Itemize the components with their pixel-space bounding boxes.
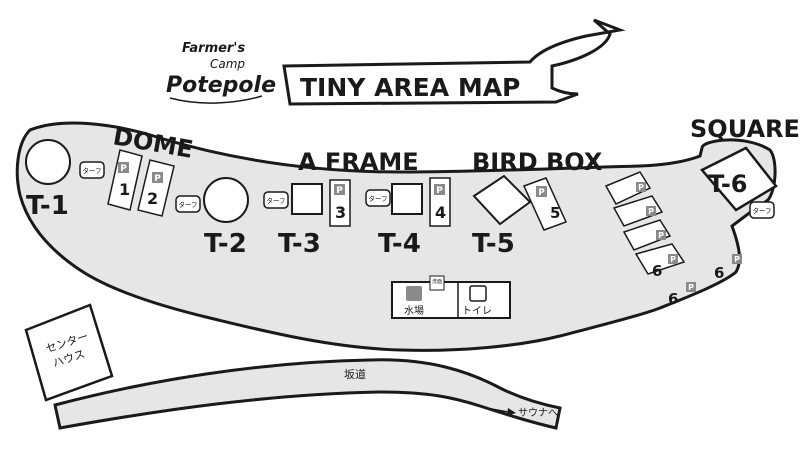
parking-6-slot-2[interactable] xyxy=(612,195,664,227)
parking-6-number-a: 6 xyxy=(652,262,662,280)
parking-4-number: 4 xyxy=(435,203,446,222)
parking-6-slot-1-icon xyxy=(636,182,646,192)
parking-2[interactable] xyxy=(137,159,175,217)
farmers-camp-logo: Farmer's Camp Potepole xyxy=(166,41,276,104)
parking-6-number-c: 6 xyxy=(714,264,724,282)
parking-6-slot-4-icon xyxy=(668,254,678,264)
tarp-t2-label: ターフ xyxy=(178,200,197,209)
parking-6-slot-3-icon xyxy=(656,230,666,240)
site-label-t5: T-5 xyxy=(472,229,515,259)
logo-camp: Camp xyxy=(210,57,245,71)
parking-6-slot-3-icon-p: P xyxy=(658,231,664,240)
parking-1-number: 1 xyxy=(119,180,130,199)
parking-5-number: 5 xyxy=(550,204,560,222)
faucet-icon xyxy=(406,286,422,301)
parking-6-slot-6-icon-p: P xyxy=(734,255,740,264)
parking-6-slot-5-icon xyxy=(686,282,696,292)
parking-6-slot-2-icon-p: P xyxy=(648,207,654,216)
tarp-t4 xyxy=(365,189,391,207)
logo-swash-icon xyxy=(169,95,263,104)
parking-6-slot-1[interactable] xyxy=(604,171,652,205)
area-label-square: SQUARE xyxy=(690,115,800,143)
center-house[interactable] xyxy=(24,303,114,402)
site-t1-dome[interactable] xyxy=(25,139,71,185)
site-label-t4: T-4 xyxy=(378,229,421,259)
logo-potepole: Potepole xyxy=(166,73,276,98)
parking-1[interactable] xyxy=(107,149,143,211)
logo-farmers: Farmer's xyxy=(182,41,245,56)
site-label-t3: T-3 xyxy=(278,229,321,259)
parking-6-number-b: 6 xyxy=(668,290,678,308)
tarp-t1-label: ターフ xyxy=(82,166,101,175)
parking-4-icon xyxy=(434,184,445,195)
parking-2-icon xyxy=(152,172,163,183)
tarp-t3-label: ターフ xyxy=(266,196,285,205)
sauna-arrow-icon xyxy=(507,408,516,416)
toilet-icon xyxy=(469,285,487,302)
site-t3-a-frame[interactable] xyxy=(291,183,323,215)
site-t4-a-frame[interactable] xyxy=(391,183,423,215)
parking-6-slot-3[interactable] xyxy=(622,219,672,251)
parking-1-icon xyxy=(118,162,129,173)
tarp-t2 xyxy=(175,195,201,213)
site-label-t6: T-6 xyxy=(708,170,748,198)
tarp-t3 xyxy=(263,191,289,209)
parking-3-icon-p: P xyxy=(336,186,343,196)
site-t5-bird-box[interactable] xyxy=(472,174,532,226)
slope-road xyxy=(53,358,562,430)
parking-5[interactable] xyxy=(522,177,568,231)
area-label-a-frame: A FRAME xyxy=(298,148,419,176)
title-banner: TINY AREA MAP xyxy=(282,18,626,106)
parking-6-slot-1-icon-p: P xyxy=(638,183,644,192)
area-label-bird-box: BIRD BOX xyxy=(472,148,603,176)
sauna-arrow-line xyxy=(485,407,509,413)
parking-6-slot-2-icon xyxy=(646,206,656,216)
washroom-icon xyxy=(429,275,445,291)
slope-label: 坂道 xyxy=(344,367,366,381)
toilet-label: トイレ xyxy=(462,306,492,317)
parking-6-slot-4-icon-p: P xyxy=(670,255,676,264)
parking-6-slot-6-icon xyxy=(732,254,742,264)
parking-6-slot-5-icon-p: P xyxy=(688,283,694,292)
parking-3-number: 3 xyxy=(335,203,346,222)
parking-1-icon-p: P xyxy=(120,164,127,174)
parking-6-slot-4[interactable] xyxy=(634,243,686,275)
parking-5-icon-p: P xyxy=(538,188,545,198)
parking-5-icon xyxy=(536,186,547,197)
tarp-t6 xyxy=(749,201,775,219)
site-label-t1: T-1 xyxy=(26,191,69,221)
square-plot xyxy=(700,146,778,212)
camp-ground xyxy=(15,121,777,352)
tarp-t6-label: ターフ xyxy=(752,206,771,215)
water-label: 水場 xyxy=(404,304,424,317)
site-t2-dome[interactable] xyxy=(203,177,249,223)
parking-2-icon-p: P xyxy=(154,174,161,184)
parking-3-icon xyxy=(334,184,345,195)
sauna-label: サウナへ xyxy=(518,407,558,419)
washroom-label: 洗面 xyxy=(432,278,442,285)
banner-ribbon xyxy=(282,18,626,106)
tarp-t1 xyxy=(79,161,105,179)
parking-4-icon-p: P xyxy=(436,186,443,196)
parking-2-number: 2 xyxy=(147,189,158,208)
tarp-t4-label: ターフ xyxy=(368,194,387,203)
banner-title: TINY AREA MAP xyxy=(300,73,520,102)
site-label-t2: T-2 xyxy=(204,229,247,259)
